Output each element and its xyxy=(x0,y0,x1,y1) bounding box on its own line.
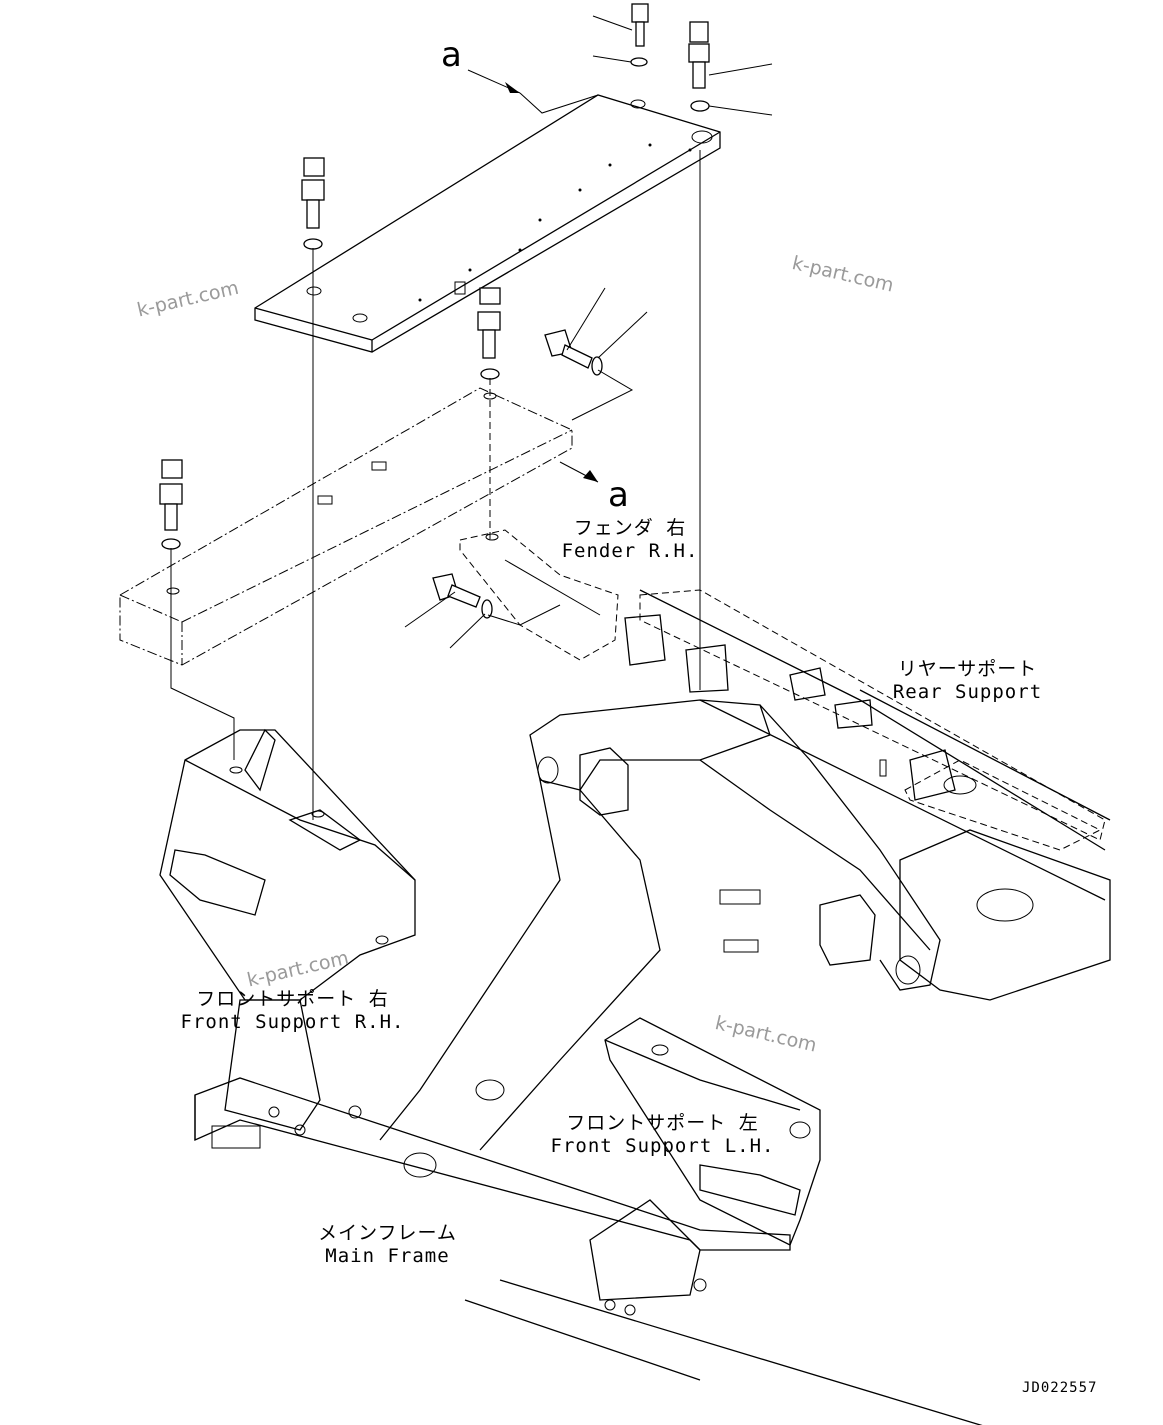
reference-mark-a-side: a xyxy=(608,475,629,515)
fender-bracket xyxy=(459,529,619,661)
fastener-set-bracket xyxy=(432,573,493,619)
rear-support xyxy=(624,589,1106,841)
label-front-support-lh: フロントサポート 左 Front Support L.H. xyxy=(545,1112,780,1158)
label-rear-support: リヤーサポート Rear Support xyxy=(885,658,1050,704)
label-fender-rh: フェンダ 右 Fender R.H. xyxy=(555,517,705,563)
label-front-support-lh-jp: フロントサポート 左 xyxy=(566,1112,759,1134)
label-rear-support-en: Rear Support xyxy=(892,681,1043,703)
leader-lines xyxy=(170,15,773,820)
label-rear-support-jp: リヤーサポート xyxy=(897,658,1038,680)
label-main-frame: メインフレーム Main Frame xyxy=(315,1222,460,1268)
label-front-support-rh: フロントサポート 右 Front Support R.H. xyxy=(175,988,410,1034)
label-front-support-rh-jp: フロントサポート 右 xyxy=(196,988,389,1010)
label-main-frame-en: Main Frame xyxy=(325,1245,450,1267)
front-support-rh xyxy=(159,728,416,1136)
label-main-frame-jp: メインフレーム xyxy=(318,1222,457,1244)
reference-mark-a-top: a xyxy=(441,35,462,75)
label-front-support-lh-en: Front Support L.H. xyxy=(550,1135,775,1157)
fastener-set-top-left xyxy=(630,3,710,112)
label-fender-rh-jp: フェンダ 右 xyxy=(573,517,687,539)
fastener-set-upper-plate xyxy=(301,157,325,250)
front-support-lh xyxy=(589,1017,821,1316)
label-front-support-rh-en: Front Support R.H. xyxy=(180,1011,405,1033)
label-fender-rh-en: Fender R.H. xyxy=(561,540,699,562)
drawing-code: JD022557 xyxy=(1022,1380,1098,1396)
fender-lower-plate xyxy=(119,387,573,666)
fastener-set-left xyxy=(159,459,183,550)
fastener-set-middle xyxy=(477,287,603,380)
main-frame xyxy=(194,589,1111,1425)
